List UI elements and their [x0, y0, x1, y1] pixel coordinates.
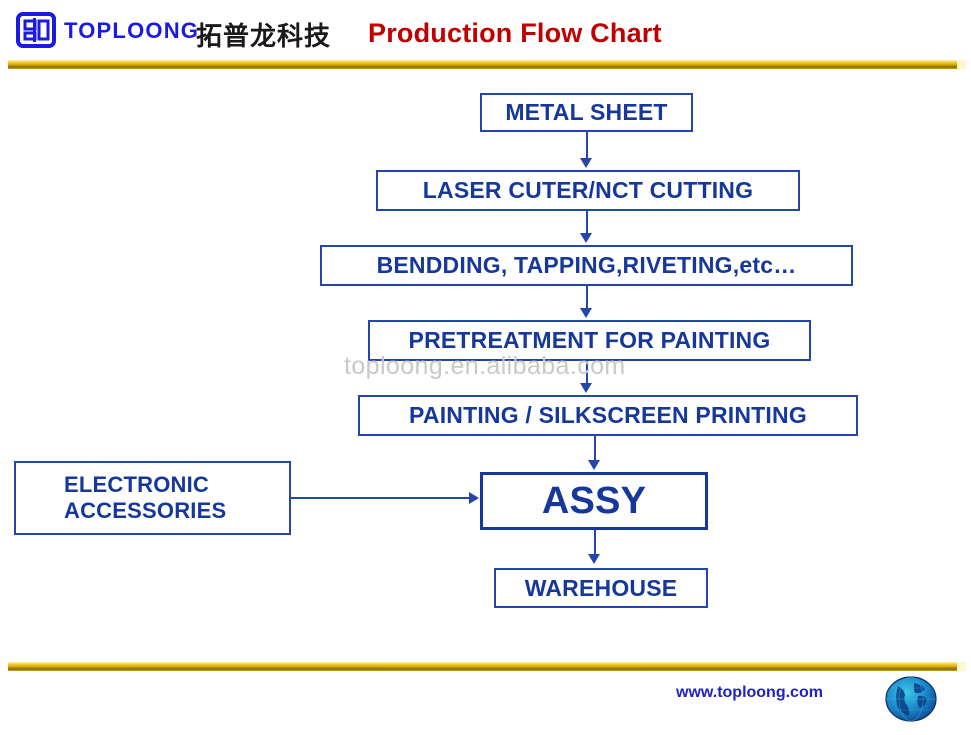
edge-pretreatment-to-painting — [586, 361, 588, 385]
node-bendding-tapping-riveting[interactable]: BENDDING, TAPPING,RIVETING,etc… — [320, 245, 853, 286]
edge-painting-to-assy-arrow — [588, 460, 600, 470]
footer-website-url[interactable]: www.toploong.com — [676, 684, 823, 701]
gold-divider-bottom — [8, 662, 963, 671]
node-label: LASER CUTER/NCT CUTTING — [422, 177, 754, 203]
edge-metal-sheet-to-laser — [586, 132, 588, 160]
toploong-logo-icon — [16, 12, 56, 48]
brand-chinese-name: 拓普龙科技 — [196, 22, 332, 52]
node-label: BENDDING, TAPPING,RIVETING,etc… — [376, 252, 797, 278]
node-label: PAINTING / SILKSCREEN PRINTING — [409, 402, 807, 428]
gold-divider-top-cap — [957, 60, 966, 69]
gold-divider-bottom-cap — [957, 662, 966, 671]
edge-bendding-to-pretreatment — [586, 286, 588, 310]
node-label: ELECTRONIC ACCESSORIES — [64, 472, 227, 523]
edge-laser-to-bendding — [586, 211, 588, 235]
edge-painting-to-assy — [594, 436, 596, 462]
node-warehouse[interactable]: WAREHOUSE — [494, 568, 708, 608]
edge-assy-to-warehouse-arrow — [588, 554, 600, 564]
node-label: METAL SHEET — [505, 99, 668, 125]
edge-laser-to-bendding-arrow — [580, 233, 592, 243]
node-laser-cutting[interactable]: LASER CUTER/NCT CUTTING — [376, 170, 800, 211]
globe-icon — [884, 674, 938, 724]
node-electronic-accessories[interactable]: ELECTRONIC ACCESSORIES — [14, 461, 291, 535]
node-label: WAREHOUSE — [524, 574, 678, 601]
node-metal-sheet[interactable]: METAL SHEET — [480, 93, 693, 132]
slide-header: TOPLOONG 拓普龙科技 Production Flow Chart — [0, 0, 971, 56]
node-pretreatment-for-painting[interactable]: PRETREATMENT FOR PAINTING — [368, 320, 811, 361]
edge-bendding-to-pretreatment-arrow — [580, 308, 592, 318]
edge-pretreatment-to-painting-arrow — [580, 383, 592, 393]
gold-divider-top — [8, 60, 963, 69]
node-painting-silkscreen[interactable]: PAINTING / SILKSCREEN PRINTING — [358, 395, 858, 436]
edge-electronic-to-assy — [291, 497, 469, 499]
brand-wordmark: TOPLOONG — [64, 18, 200, 43]
node-label: PRETREATMENT FOR PAINTING — [408, 327, 771, 353]
edge-metal-sheet-to-laser-arrow — [580, 158, 592, 168]
edge-assy-to-warehouse — [594, 530, 596, 556]
node-assy[interactable]: ASSY — [480, 472, 708, 530]
edge-electronic-to-assy-arrow — [469, 492, 479, 504]
page-title: Production Flow Chart — [368, 18, 662, 48]
node-label: ASSY — [541, 479, 647, 522]
